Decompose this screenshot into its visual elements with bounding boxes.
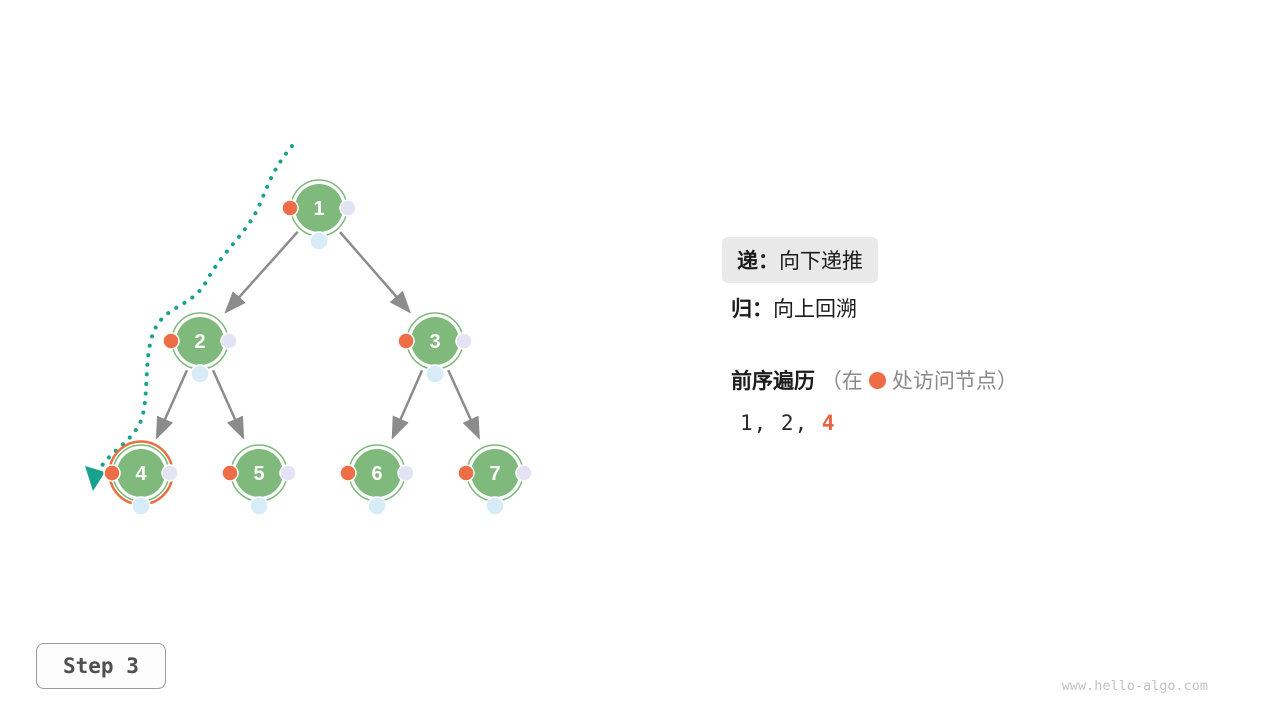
preorder-dot [103, 464, 121, 482]
node-circle [471, 449, 519, 497]
sequence-current: 4 [821, 411, 836, 435]
preorder-dot [281, 199, 299, 217]
postorder-dot [339, 199, 357, 217]
legend-recurse-key: 递： [737, 250, 779, 273]
node-value: 4 [135, 463, 147, 485]
legend-recurse: 递：向下递推 [722, 237, 878, 283]
tree-node-1: 1 [281, 179, 357, 251]
traversal-note-prefix: （在 [820, 370, 863, 393]
legend-recurse-text: 向下递推 [779, 250, 863, 273]
node-circle [411, 317, 459, 365]
node-value: 3 [429, 331, 440, 353]
tree-node-5: 5 [221, 444, 297, 516]
postorder-dot [279, 464, 297, 482]
tree-node-4: 4 [103, 440, 179, 516]
visit-dot-icon [867, 371, 887, 390]
postorder-dot [397, 464, 415, 482]
trace-arrow-icon [85, 466, 105, 491]
inorder-dot [367, 496, 387, 516]
tree-edge [224, 231, 299, 314]
tree-node-7: 7 [457, 444, 533, 516]
node-circle [353, 449, 401, 497]
recursion-trace [85, 144, 294, 491]
tree-edge [211, 369, 245, 440]
legend-return: 归：向上回溯 [731, 293, 857, 323]
preorder-dot [221, 464, 239, 482]
tree-edges [155, 231, 480, 440]
legend-traversal: 前序遍历 （在 处访问节点） [731, 365, 1018, 395]
tree-node-3: 3 [397, 312, 473, 384]
preorder-dot [339, 464, 357, 482]
watermark: www.hello-algo.com [1061, 678, 1208, 694]
tree-edge [339, 231, 412, 314]
preorder-dot [397, 332, 415, 350]
preorder-dot [457, 464, 475, 482]
legend-return-text: 向上回溯 [773, 298, 857, 321]
tree-edge [447, 369, 480, 440]
postorder-dot [455, 332, 473, 350]
inorder-dot [190, 364, 210, 384]
tree-edge [391, 369, 424, 440]
node-value: 1 [313, 198, 324, 220]
node-circle [295, 184, 343, 232]
inorder-dot [249, 496, 269, 516]
inorder-dot [131, 496, 151, 516]
node-circle [235, 449, 283, 497]
tree-edge [155, 369, 189, 440]
traversal-note-suffix: 处访问节点） [891, 370, 1018, 393]
traversal-title: 前序遍历 [731, 370, 815, 393]
tree-node-6: 6 [339, 444, 415, 516]
postorder-dot [161, 464, 179, 482]
node-circle [117, 449, 165, 497]
inorder-dot [309, 231, 329, 251]
node-circle [176, 317, 224, 365]
node-value: 7 [489, 463, 500, 485]
preorder-dot [162, 332, 180, 350]
node-value: 5 [253, 463, 264, 485]
tree-nodes: 1 2 3 4 5 6 7 [103, 179, 533, 516]
node-value: 2 [194, 331, 205, 353]
legend-return-key: 归： [731, 298, 773, 321]
postorder-dot [220, 332, 238, 350]
postorder-dot [515, 464, 533, 482]
tree-node-2: 2 [162, 312, 238, 384]
inorder-dot [425, 364, 445, 384]
inorder-dot [485, 496, 505, 516]
step-indicator: Step 3 [36, 643, 166, 689]
sequence-visited: 1, 2, [740, 411, 822, 435]
node-value: 6 [371, 463, 382, 485]
recursion-trace-path [99, 144, 294, 469]
traversal-sequence: 1, 2, 4 [740, 411, 836, 435]
